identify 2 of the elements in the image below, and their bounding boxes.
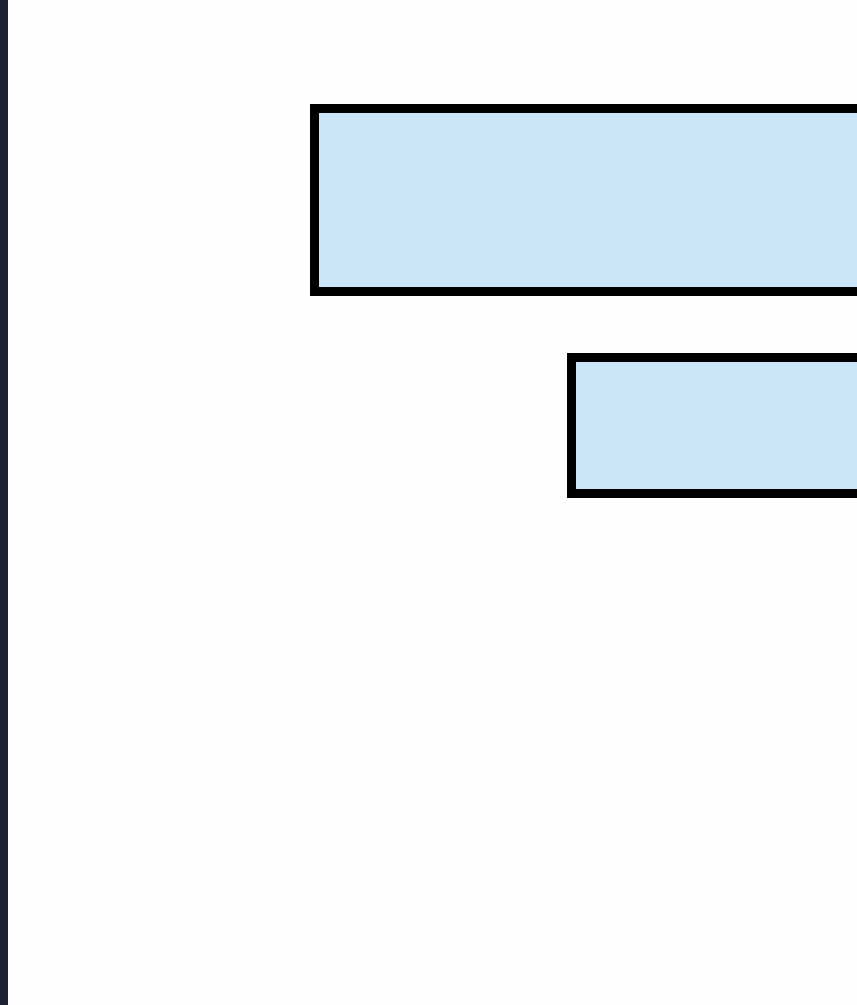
process-box — [567, 353, 857, 498]
process-box — [310, 104, 857, 296]
